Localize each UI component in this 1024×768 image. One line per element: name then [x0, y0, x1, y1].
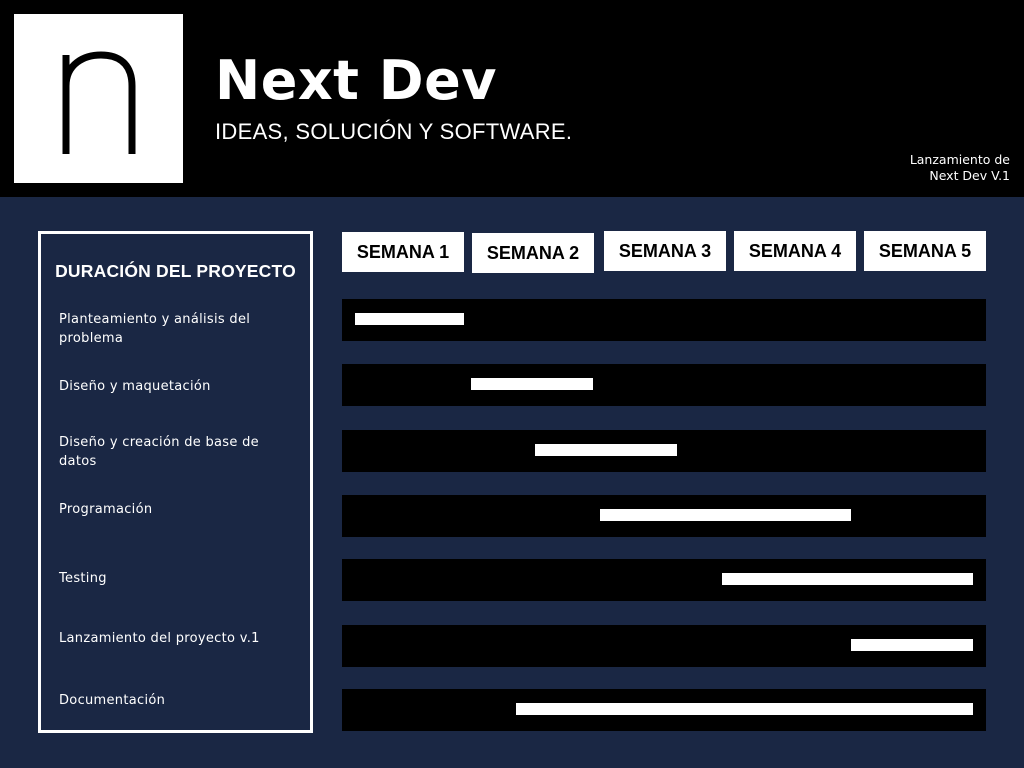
task-label-5: Testing: [59, 571, 107, 586]
header-bar: Next Dev IDEAS, SOLUCIÓN Y SOFTWARE. Lan…: [0, 0, 1024, 197]
task-label-2: Diseño y maquetación: [59, 379, 211, 394]
week-header-3: SEMANA 3: [604, 231, 726, 271]
gantt-bar: [850, 639, 974, 651]
gantt-row: [342, 689, 986, 731]
gantt-row: [342, 495, 986, 537]
release-note: Lanzamiento de Next Dev V.1: [810, 152, 1010, 184]
gantt-bar: [599, 509, 851, 521]
gantt-bar: [721, 573, 974, 585]
task-label-1: Planteamiento y análisis del problema: [59, 312, 251, 346]
gantt-row: [342, 364, 986, 406]
gantt-row: [342, 625, 986, 667]
gantt-row: [342, 430, 986, 472]
task-label-4: Programación: [59, 502, 153, 517]
task-label-6: Lanzamiento del proyecto v.1: [59, 631, 260, 646]
release-note-line-2: Next Dev V.1: [929, 168, 1010, 183]
gantt-bar: [354, 313, 465, 325]
gantt-bar: [515, 703, 974, 715]
logo: [14, 14, 183, 183]
week-header-2: SEMANA 2: [472, 233, 594, 273]
week-header-5: SEMANA 5: [864, 231, 986, 271]
gantt-row: [342, 559, 986, 601]
release-note-line-1: Lanzamiento de: [909, 152, 1010, 167]
week-header-1: SEMANA 1: [342, 232, 464, 272]
task-panel: DURACIÓN DEL PROYECTO Planteamiento y an…: [38, 231, 313, 733]
tagline: IDEAS, SOLUCIÓN Y SOFTWARE.: [215, 119, 573, 144]
chart-title: DURACIÓN DEL PROYECTO: [55, 261, 296, 281]
task-label-3: Diseño y creación de base de datos: [59, 435, 259, 469]
brand-name: Next Dev: [215, 49, 497, 112]
gantt-row: [342, 299, 986, 341]
task-label-7: Documentación: [59, 693, 166, 708]
gantt-bar: [470, 378, 594, 390]
gantt-bar: [535, 444, 677, 456]
logo-n-icon: [62, 51, 136, 154]
week-header-4: SEMANA 4: [734, 231, 856, 271]
